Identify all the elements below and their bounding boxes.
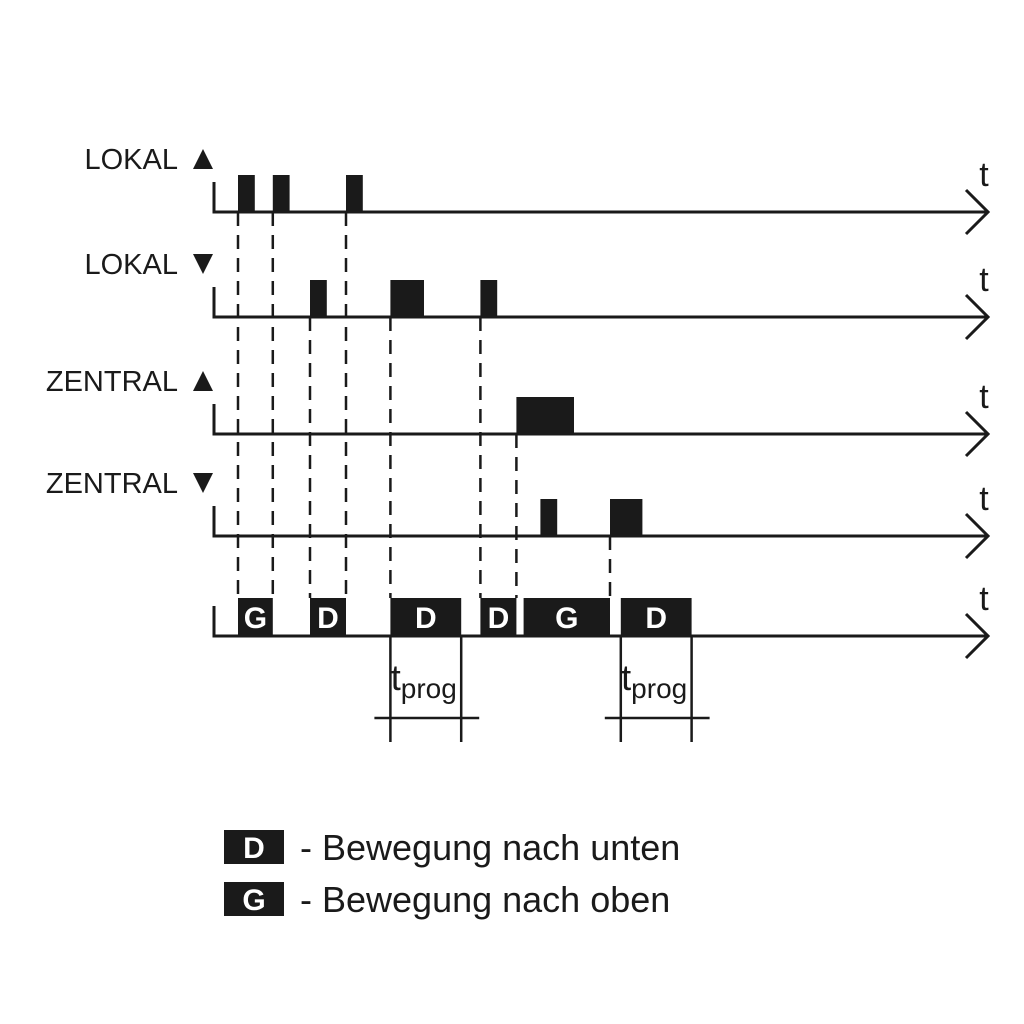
output-segment [390, 598, 462, 636]
triangle-up-icon [193, 371, 213, 391]
signal-pulse [516, 397, 574, 434]
legend-text: - Bewegung nach unten [300, 827, 680, 868]
signal-label: LOKAL [85, 249, 179, 281]
signal-row-2-axis-arrowhead [964, 293, 991, 341]
signal-label: ZENTRAL [46, 468, 178, 500]
signal-pulse [610, 499, 643, 536]
signal-row-1-axis-line [212, 182, 988, 214]
output-segment [480, 598, 517, 636]
signal-row-3-axis-arrowhead [964, 410, 991, 458]
output-segment [238, 598, 273, 636]
signal-row-2-time-label: t [979, 261, 989, 299]
tprog-subscript: prog [631, 673, 687, 704]
signal-row-4-axis-arrowhead [964, 512, 991, 560]
output-segment-label: D [317, 602, 339, 635]
signal-row-4-time-label: t [979, 480, 989, 518]
signal-label: LOKAL [85, 144, 179, 176]
triangle-down-icon [193, 473, 213, 493]
signal-pulse [238, 175, 255, 212]
legend-key-label: G [242, 884, 265, 917]
signal-row-1-axis-arrowhead [964, 188, 991, 236]
tprog-main: t [621, 657, 631, 698]
signal-pulse [480, 280, 498, 317]
tprog-label: tprog [391, 657, 457, 704]
output-row-axis-arrowhead [964, 612, 991, 660]
output-row-axis-line [212, 606, 988, 638]
output-segment-label: D [488, 602, 510, 635]
tprog-main: t [391, 657, 401, 698]
signal-row-1-time-label: t [979, 156, 989, 194]
signal-row-4-axis-line [212, 506, 988, 538]
triangle-up-icon [193, 149, 213, 169]
legend-key-label: D [243, 832, 265, 865]
legend-key-box [224, 882, 284, 916]
signal-label: ZENTRAL [46, 366, 178, 398]
signal-row-3-time-label: t [979, 378, 989, 416]
output-segment [523, 598, 610, 636]
signal-row-2-axis-line [212, 287, 988, 319]
legend-text: - Bewegung nach oben [300, 879, 670, 920]
signal-pulse [540, 499, 558, 536]
signal-pulse [272, 175, 290, 212]
output-segment-label: D [645, 602, 667, 635]
output-segment [620, 598, 692, 636]
output-segment [310, 598, 346, 636]
triangle-down-icon [193, 254, 213, 274]
signal-pulse [310, 280, 327, 317]
legend-key-box [224, 830, 284, 864]
tprog-subscript: prog [401, 673, 457, 704]
signal-pulse [390, 280, 424, 317]
signal-pulse [346, 175, 363, 212]
signal-row-3-axis-line [212, 404, 988, 436]
output-row-time-label: t [979, 580, 989, 618]
output-segment-label: G [555, 602, 578, 635]
tprog-label: tprog [621, 657, 687, 704]
output-segment-label: G [244, 602, 267, 635]
dashed-guides [236, 212, 612, 598]
output-segment-label: D [415, 602, 437, 635]
